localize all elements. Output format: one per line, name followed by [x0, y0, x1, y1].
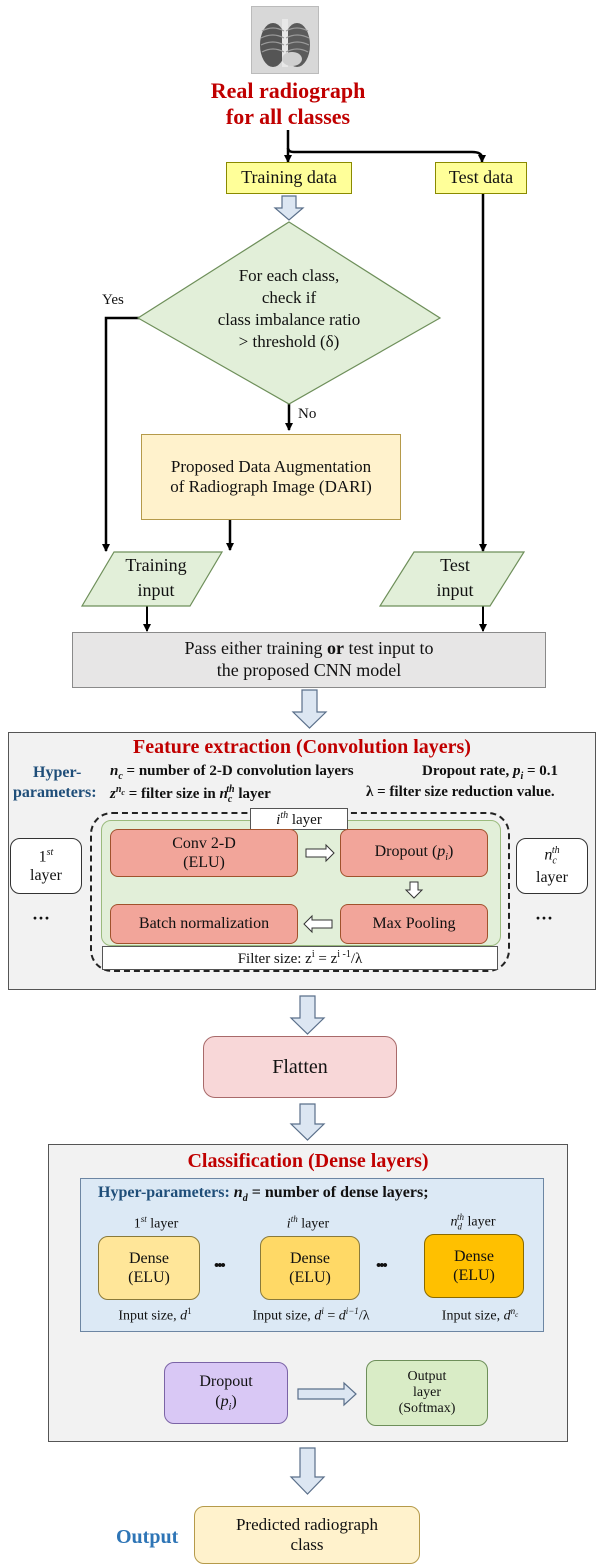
output-layer-line2: layer — [413, 1384, 441, 1400]
dropout-label: Dropout (pi) — [374, 842, 454, 864]
test-input-line2: input — [436, 580, 474, 600]
conv2d-line2: (ELU) — [183, 854, 225, 871]
cls-dropout-line1: Dropout — [199, 1373, 253, 1391]
conv2d-box: Conv 2-D (ELU) — [110, 829, 298, 877]
ith-layer-tab: ith layer — [250, 808, 348, 830]
predicted-line1: Predicted radiograph — [235, 1514, 379, 1534]
output-label: Output — [116, 1526, 179, 1548]
dense-hyper-line: Hyper-parameters: nd = number of dense l… — [98, 1184, 429, 1205]
dropout-rate-definition: Dropout rate, pi = 0.1 — [422, 763, 559, 782]
input-size-n: Input size, dnc — [441, 1306, 519, 1324]
input-title-line2: for all classes — [225, 104, 351, 129]
dense-dots-1: ••• — [214, 1258, 226, 1274]
ith-layer-label: ith layer — [276, 809, 322, 828]
dropout-box: Dropout (pi) — [340, 829, 488, 877]
training-data-box: Training data — [226, 162, 352, 194]
dense-dots-2: ••• — [376, 1258, 388, 1274]
densen-line2: (ELU) — [453, 1267, 495, 1284]
decision-line3: class imbalance ratio — [217, 310, 361, 329]
predicted-line2: class — [290, 1535, 324, 1554]
conv2d-line1: Conv 2-D — [172, 834, 236, 852]
flatten-box: Flatten — [203, 1036, 397, 1098]
decision-line1: For each class, — [238, 266, 340, 285]
hyper-label-line2: parameters: — [13, 784, 97, 801]
dense-layeri-caption: ith layer — [286, 1214, 330, 1232]
training-data-label: Training data — [241, 167, 337, 188]
test-input-line1: Test — [440, 555, 470, 575]
split-line — [286, 130, 486, 163]
output-layer-line3: (Softmax) — [398, 1401, 456, 1417]
classification-title: Classification (Dense layers) — [187, 1150, 429, 1172]
densei-line2: (ELU) — [289, 1269, 331, 1286]
input-size-1: Input size, d1 — [118, 1306, 192, 1324]
dense-box-i: Dense (ELU) — [260, 1236, 360, 1300]
input-size-i: Input size, di = di−1/λ — [252, 1306, 370, 1324]
maxpool-box: Max Pooling — [340, 904, 488, 944]
dari-line1: Proposed Data Augmentation — [170, 456, 372, 476]
first-layer-word: layer — [30, 867, 62, 885]
pass-input-box: Pass either training or test input to th… — [72, 632, 546, 688]
input-title-line1: Real radiograph — [210, 78, 366, 103]
batchnorm-box: Batch normalization — [110, 904, 298, 944]
filter-size-bar: Filter size: zi = zi -1/λ — [102, 946, 498, 970]
dense1-line2: (ELU) — [128, 1269, 170, 1286]
right-ellipsis: ··· — [535, 908, 554, 928]
batchnorm-label: Batch normalization — [138, 915, 270, 933]
dense-layern-caption: ndth layer — [450, 1212, 496, 1232]
lambda-definition: λ = filter size reduction value. — [366, 784, 555, 800]
yes-label: Yes — [102, 292, 124, 308]
pass-line2: the proposed CNN model — [216, 660, 402, 680]
output-layer-line1: Output — [407, 1368, 447, 1384]
no-label: No — [298, 406, 317, 422]
hyper-label-line1: Hyper- — [33, 764, 82, 781]
last-layer-word: layer — [536, 868, 568, 886]
first-conv-layer-box: 1st layer — [10, 838, 82, 894]
last-conv-layer-box: ncth layer — [516, 838, 588, 894]
first-layer-ordinal: 1st — [38, 846, 54, 865]
flatten-label: Flatten — [272, 1056, 328, 1078]
last-layer-ordinal: ncth — [544, 845, 560, 867]
predicted-class-box: Predicted radiograph class — [194, 1506, 420, 1564]
dense-box-n: Dense (ELU) — [424, 1234, 524, 1298]
training-input-line2: input — [137, 580, 175, 600]
training-input-line1: Training — [125, 555, 187, 575]
maxpool-label: Max Pooling — [372, 915, 456, 933]
decision-line2: check if — [261, 288, 317, 307]
densei-line1: Dense — [290, 1249, 330, 1267]
filter-size-label: Filter size: zi = zi -1/λ — [237, 948, 363, 967]
classifier-dropout-box: Dropout (pi) — [164, 1362, 288, 1424]
densen-line1: Dense — [454, 1247, 494, 1265]
feature-title: Feature extraction (Convolution layers) — [133, 736, 471, 758]
left-ellipsis: ··· — [32, 908, 51, 928]
test-data-label: Test data — [448, 167, 514, 188]
test-data-box: Test data — [435, 162, 527, 194]
cls-dropout-line2: (pi) — [215, 1392, 237, 1413]
pass-line1: Pass either training or test input to — [184, 638, 434, 659]
yes-line — [102, 316, 140, 552]
dari-line2: of Radiograph Image (DARI) — [170, 477, 372, 496]
dense-layer1-caption: 1st layer — [133, 1214, 179, 1232]
dari-box: Proposed Data Augmentation of Radiograph… — [141, 434, 401, 520]
dense1-line1: Dense — [129, 1249, 169, 1267]
nc-definition: nc = number of 2-D convolution layers — [110, 763, 354, 782]
radiograph-thumbnail-icon — [251, 6, 319, 74]
decision-line4: > threshold (δ) — [238, 332, 340, 351]
dense-box-1: Dense (ELU) — [98, 1236, 200, 1300]
output-layer-box: Output layer (Softmax) — [366, 1360, 488, 1426]
z-definition: znc = filter size in ncth layer — [110, 784, 271, 805]
